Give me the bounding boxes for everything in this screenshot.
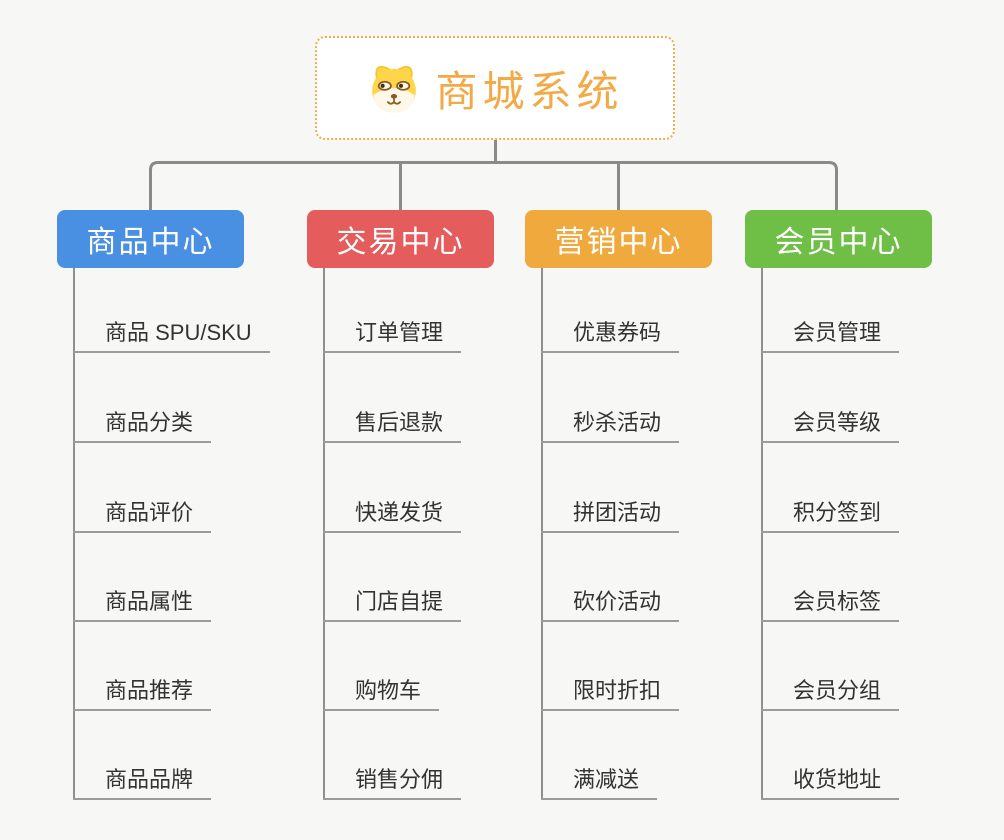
sub-topic[interactable]: 秒杀活动 [541,401,680,443]
sub-topic[interactable]: 限时折扣 [541,669,680,711]
branch-items: 商品 SPU/SKU 商品分类 商品评价 商品属性 商品推荐 商品品牌 [73,268,307,800]
sub-topic[interactable]: 门店自提 [323,580,462,622]
branch-connector-line [323,268,325,800]
sub-topic[interactable]: 商品分类 [73,401,212,443]
sub-topic[interactable]: 商品评价 [73,491,212,533]
sub-topic[interactable]: 收货地址 [761,758,900,800]
sub-topic[interactable]: 拼团活动 [541,491,680,533]
shiba-dog-icon [372,65,417,113]
sub-topic[interactable]: 会员等级 [761,401,900,443]
sub-topic[interactable]: 商品 SPU/SKU [73,311,270,353]
sub-topic[interactable]: 商品属性 [73,580,212,622]
branch-header-product-center[interactable]: 商品中心 [57,210,244,268]
sub-topic[interactable]: 快递发货 [323,491,462,533]
connector-group [149,138,838,212]
sub-topic[interactable]: 满减送 [541,758,658,800]
sub-topic[interactable]: 会员分组 [761,669,900,711]
branch-product-center: 商品中心 商品 SPU/SKU 商品分类 商品评价 商品属性 商品推荐 商品品牌 [57,210,307,802]
sub-topic[interactable]: 砍价活动 [541,580,680,622]
sub-topic[interactable]: 会员管理 [761,311,900,353]
sub-topic[interactable]: 订单管理 [323,311,462,353]
branch-marketing-center: 营销中心 优惠券码 秒杀活动 拼团活动 砍价活动 限时折扣 满减送 [525,210,775,802]
sub-topic[interactable]: 商品推荐 [73,669,212,711]
branch-trade-center: 交易中心 订单管理 售后退款 快递发货 门店自提 购物车 销售分佣 [307,210,557,802]
branch-member-center: 会员中心 会员管理 会员等级 积分签到 会员标签 会员分组 收货地址 [745,210,995,802]
sub-topic[interactable]: 优惠券码 [541,311,680,353]
branch-header-member-center[interactable]: 会员中心 [745,210,932,268]
branch-connector-line [761,268,763,800]
branch-connector-line [73,268,75,800]
sub-topic[interactable]: 售后退款 [323,401,462,443]
branch-connector-line [541,268,543,800]
branch-header-marketing-center[interactable]: 营销中心 [525,210,712,268]
sub-topic[interactable]: 销售分佣 [323,758,462,800]
sub-topic[interactable]: 会员标签 [761,580,900,622]
sub-topic[interactable]: 购物车 [323,669,440,711]
root-topic[interactable]: 商城系统 [315,36,675,140]
branch-header-trade-center[interactable]: 交易中心 [307,210,494,268]
branch-items: 优惠券码 秒杀活动 拼团活动 砍价活动 限时折扣 满减送 [541,268,775,800]
sub-topic[interactable]: 商品品牌 [73,758,212,800]
sub-topic[interactable]: 积分签到 [761,491,900,533]
branch-items: 会员管理 会员等级 积分签到 会员标签 会员分组 收货地址 [761,268,995,800]
root-topic-label: 商城系统 [435,67,624,115]
branch-items: 订单管理 售后退款 快递发货 门店自提 购物车 销售分佣 [323,268,557,800]
